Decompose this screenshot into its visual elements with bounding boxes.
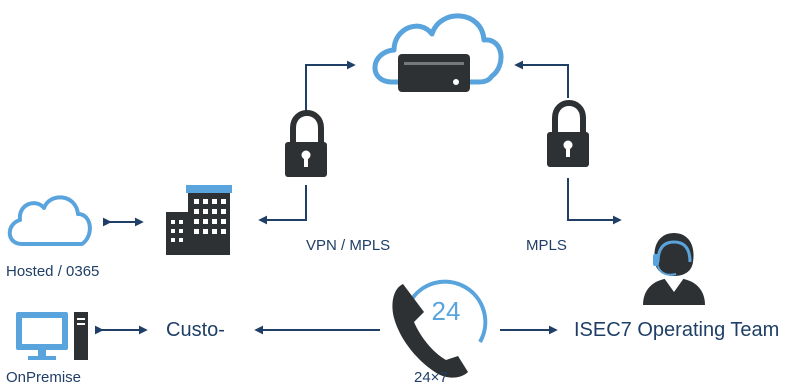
operating-team-label: ISEC7 Operating Team	[574, 319, 780, 341]
headset-agent-icon	[643, 233, 705, 305]
phone-24-icon: 24	[392, 279, 488, 378]
phone-badge-text: 24	[432, 296, 461, 326]
vpn-connector-line	[305, 60, 356, 112]
onpremise-label: OnPremise	[6, 369, 82, 386]
office-building-icon	[166, 185, 232, 255]
desktop-computer-icon	[16, 312, 88, 360]
cloud-outline-icon	[7, 195, 92, 246]
customer-label: Custo-	[166, 319, 225, 341]
mpls-label: MPLS	[526, 237, 567, 254]
padlock-icon	[285, 110, 327, 177]
vpn-mpls-label: VPN / MPLS	[306, 237, 391, 254]
padlock-icon	[547, 100, 589, 167]
mpls-connector-line-bottom	[567, 178, 622, 225]
mpls-connector-line-top	[514, 60, 569, 98]
support-hours-label: 24×7	[414, 369, 448, 386]
vpn-connector-line-bottom	[258, 185, 307, 225]
cloud-server-icon	[372, 13, 504, 92]
hosted-label: Hosted / 0365	[6, 263, 100, 280]
